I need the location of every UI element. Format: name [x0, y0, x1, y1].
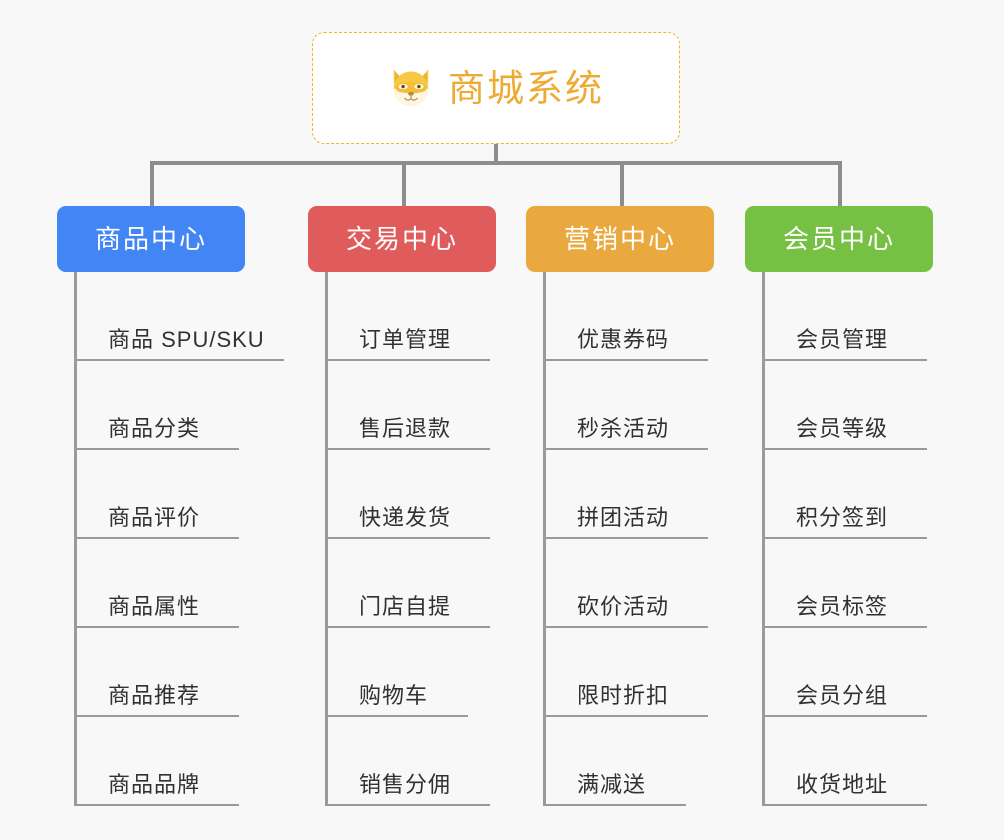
- connector-drop-1: [150, 161, 154, 208]
- tree-item[interactable]: 销售分佣: [325, 717, 490, 806]
- tree-item-underline: 快递发货: [325, 504, 490, 539]
- tree-item-underline: 满减送: [543, 771, 686, 806]
- tree-item-label: 商品评价: [108, 504, 201, 530]
- tree-item-underline: 秒杀活动: [543, 415, 708, 450]
- category-label: 营销中心: [563, 224, 676, 254]
- tree-item-underline: 商品 SPU/SKU: [74, 326, 284, 361]
- tree-item-underline: 商品推荐: [74, 682, 239, 717]
- tree-item-underline: 门店自提: [325, 593, 490, 628]
- column-spine: [762, 272, 765, 806]
- shiba-dog-face-icon: [393, 69, 429, 106]
- category-box-member[interactable]: 会员中心: [745, 206, 933, 272]
- tree-item-underline: 购物车: [325, 682, 468, 717]
- tree-item-underline: 订单管理: [325, 326, 490, 361]
- connector-horizontal-bar: [150, 161, 840, 165]
- tree-item-underline: 商品评价: [74, 504, 239, 539]
- tree-item[interactable]: 商品评价: [74, 450, 239, 539]
- tree-item-label: 积分签到: [796, 504, 889, 530]
- connector-drop-4: [838, 161, 842, 208]
- tree-item-label: 购物车: [359, 682, 429, 708]
- tree-item-underline: 商品属性: [74, 593, 239, 628]
- tree-item-label: 限时折扣: [577, 682, 670, 708]
- tree-item-label: 秒杀活动: [577, 415, 670, 441]
- column-spine: [543, 272, 546, 806]
- tree-item[interactable]: 收货地址: [762, 717, 927, 806]
- tree-item-underline: 售后退款: [325, 415, 490, 450]
- tree-item[interactable]: 购物车: [325, 628, 468, 717]
- tree-item-label: 拼团活动: [577, 504, 670, 530]
- tree-item[interactable]: 砍价活动: [543, 539, 708, 628]
- tree-item-label: 收货地址: [796, 771, 889, 797]
- connector-drop-3: [620, 161, 624, 208]
- tree-item-underline: 收货地址: [762, 771, 927, 806]
- tree-item[interactable]: 门店自提: [325, 539, 490, 628]
- tree-item[interactable]: 商品 SPU/SKU: [74, 272, 284, 361]
- category-box-trade[interactable]: 交易中心: [308, 206, 496, 272]
- tree-item[interactable]: 商品分类: [74, 361, 239, 450]
- connector-root-stem: [494, 144, 498, 164]
- tree-item-underline: 商品品牌: [74, 771, 239, 806]
- tree-item-underline: 销售分佣: [325, 771, 490, 806]
- column-spine: [325, 272, 328, 806]
- tree-item-label: 商品品牌: [108, 771, 201, 797]
- tree-item-underline: 商品分类: [74, 415, 239, 450]
- category-label: 商品中心: [94, 224, 207, 254]
- tree-item-label: 优惠券码: [577, 326, 670, 352]
- tree-item-underline: 拼团活动: [543, 504, 708, 539]
- tree-item-underline: 会员分组: [762, 682, 927, 717]
- tree-item-underline: 砍价活动: [543, 593, 708, 628]
- tree-item[interactable]: 会员分组: [762, 628, 927, 717]
- tree-item-label: 订单管理: [359, 326, 452, 352]
- tree-item[interactable]: 会员标签: [762, 539, 927, 628]
- tree-item[interactable]: 限时折扣: [543, 628, 708, 717]
- tree-item[interactable]: 优惠券码: [543, 272, 708, 361]
- category-label: 交易中心: [345, 224, 458, 254]
- tree-item-underline: 会员等级: [762, 415, 927, 450]
- tree-item-label: 商品推荐: [108, 682, 201, 708]
- tree-item-label: 售后退款: [359, 415, 452, 441]
- connector-drop-2: [402, 161, 406, 208]
- tree-item-label: 门店自提: [359, 593, 452, 619]
- tree-item-label: 会员等级: [796, 415, 889, 441]
- tree-item-label: 会员管理: [796, 326, 889, 352]
- tree-item[interactable]: 积分签到: [762, 450, 927, 539]
- tree-item-label: 商品属性: [108, 593, 201, 619]
- tree-item-label: 商品分类: [108, 415, 201, 441]
- tree-item-label: 商品 SPU/SKU: [108, 326, 265, 352]
- tree-item-underline: 限时折扣: [543, 682, 708, 717]
- tree-item-label: 砍价活动: [577, 593, 670, 619]
- tree-item-label: 销售分佣: [359, 771, 452, 797]
- category-box-product[interactable]: 商品中心: [57, 206, 245, 272]
- tree-item-underline: 会员标签: [762, 593, 927, 628]
- category-label: 会员中心: [782, 224, 895, 254]
- tree-item[interactable]: 商品属性: [74, 539, 239, 628]
- tree-item-label: 满减送: [577, 771, 647, 797]
- tree-item[interactable]: 会员等级: [762, 361, 927, 450]
- tree-item[interactable]: 秒杀活动: [543, 361, 708, 450]
- tree-item-label: 会员分组: [796, 682, 889, 708]
- tree-item-label: 快递发货: [359, 504, 452, 530]
- tree-item-underline: 优惠券码: [543, 326, 708, 361]
- category-box-marketing[interactable]: 营销中心: [526, 206, 714, 272]
- tree-item[interactable]: 售后退款: [325, 361, 490, 450]
- tree-item[interactable]: 商品品牌: [74, 717, 239, 806]
- tree-item[interactable]: 会员管理: [762, 272, 927, 361]
- tree-item[interactable]: 快递发货: [325, 450, 490, 539]
- tree-item-label: 会员标签: [796, 593, 889, 619]
- root-node[interactable]: 商城系统: [312, 32, 680, 144]
- tree-item[interactable]: 拼团活动: [543, 450, 708, 539]
- column-spine: [74, 272, 77, 806]
- tree-item-underline: 会员管理: [762, 326, 927, 361]
- tree-item[interactable]: 商品推荐: [74, 628, 239, 717]
- root-title: 商城系统: [448, 67, 604, 109]
- tree-item[interactable]: 订单管理: [325, 272, 490, 361]
- tree-item[interactable]: 满减送: [543, 717, 686, 806]
- tree-item-underline: 积分签到: [762, 504, 927, 539]
